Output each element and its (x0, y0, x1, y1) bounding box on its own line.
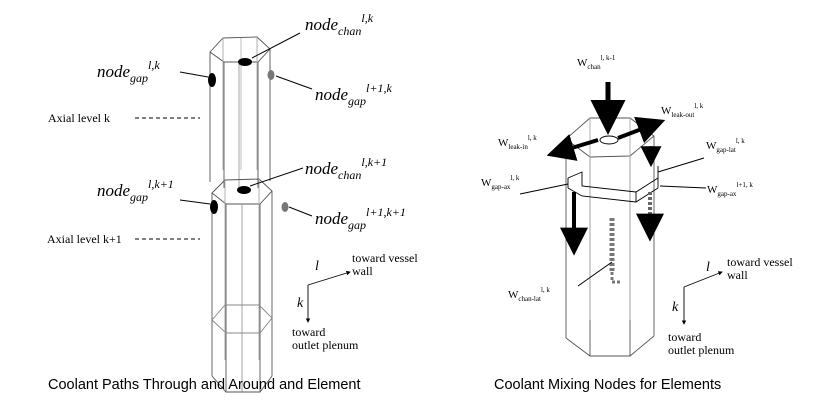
label-axial-level-k: Axial level k (48, 111, 110, 125)
label-axis-k-left: k (297, 296, 304, 311)
node-gap-l1k1-dot (281, 202, 289, 212)
label-node-chan-lk: nodechanl,k (305, 11, 374, 38)
label-w-gap-lat: Wgap-latl, k (706, 137, 745, 154)
gap-lat-band (567, 166, 659, 203)
right-diagram (519, 82, 723, 357)
chan-node-ellipse (599, 135, 619, 145)
node-gap-lk1-dot (210, 200, 218, 214)
left-labels: nodegapl,k nodechanl,k nodegapl+1,k Axia… (47, 11, 421, 352)
label-toward-outlet-plenum-right: toward outlet plenum (668, 330, 735, 357)
label-node-gap-l1k1: nodegapl+1,k+1 (315, 205, 406, 232)
w-leak-in-arrow (546, 134, 599, 161)
label-w-chan-top: Wchanl, k-1 (577, 54, 616, 71)
right-labels: Wchanl, k-1 Wleak-outl, k Wleak-inl, k W… (481, 54, 796, 357)
axis-l-arrow (307, 270, 351, 286)
caption-right: Coolant Mixing Nodes for Elements (494, 377, 721, 393)
caption-left: Coolant Paths Through and Around and Ele… (48, 377, 361, 393)
node-chan-lk-dot (238, 58, 252, 66)
label-node-gap-lk1: nodegapl,k+1 (97, 177, 174, 204)
label-axis-l-left: l (315, 259, 319, 274)
label-toward-vessel-wall-left: toward vessel wall (352, 251, 421, 278)
w-leak-out-arrow (617, 116, 666, 144)
label-node-gap-lk: nodegapl,k (97, 58, 160, 85)
node-chan-lk1-dot (237, 186, 251, 194)
label-toward-vessel-wall-right: toward vessel wall (727, 255, 796, 282)
label-node-chan-lk1: nodechanl,k+1 (305, 155, 387, 182)
label-w-leak-out: Wleak-outl, k (661, 102, 704, 119)
label-node-gap-l1k: nodegapl+1,k (315, 81, 392, 108)
lower-hex-element (211, 178, 273, 393)
axis-l-arrow-right (683, 271, 723, 288)
label-toward-outlet-plenum-left: toward outlet plenum (292, 325, 359, 352)
label-w-gap-ax-left: Wgap-axl, k (481, 174, 520, 191)
node-gap-lk-dot (208, 73, 216, 87)
label-axis-k-right: k (672, 300, 679, 315)
label-w-gap-ax-right: Wgap-axl+1, k (707, 181, 753, 198)
label-w-leak-in: Wleak-inl, k (498, 134, 537, 151)
label-w-chan-lat: Wchan-latl, k (508, 286, 550, 303)
node-gap-l1k-dot (267, 70, 275, 80)
mixing-hex-element (565, 117, 655, 357)
label-axial-level-k1: Axial level k+1 (47, 232, 122, 246)
w-chan-lat-bend (610, 272, 620, 284)
label-axis-l-right: l (706, 260, 710, 275)
left-diagram (135, 32, 351, 393)
